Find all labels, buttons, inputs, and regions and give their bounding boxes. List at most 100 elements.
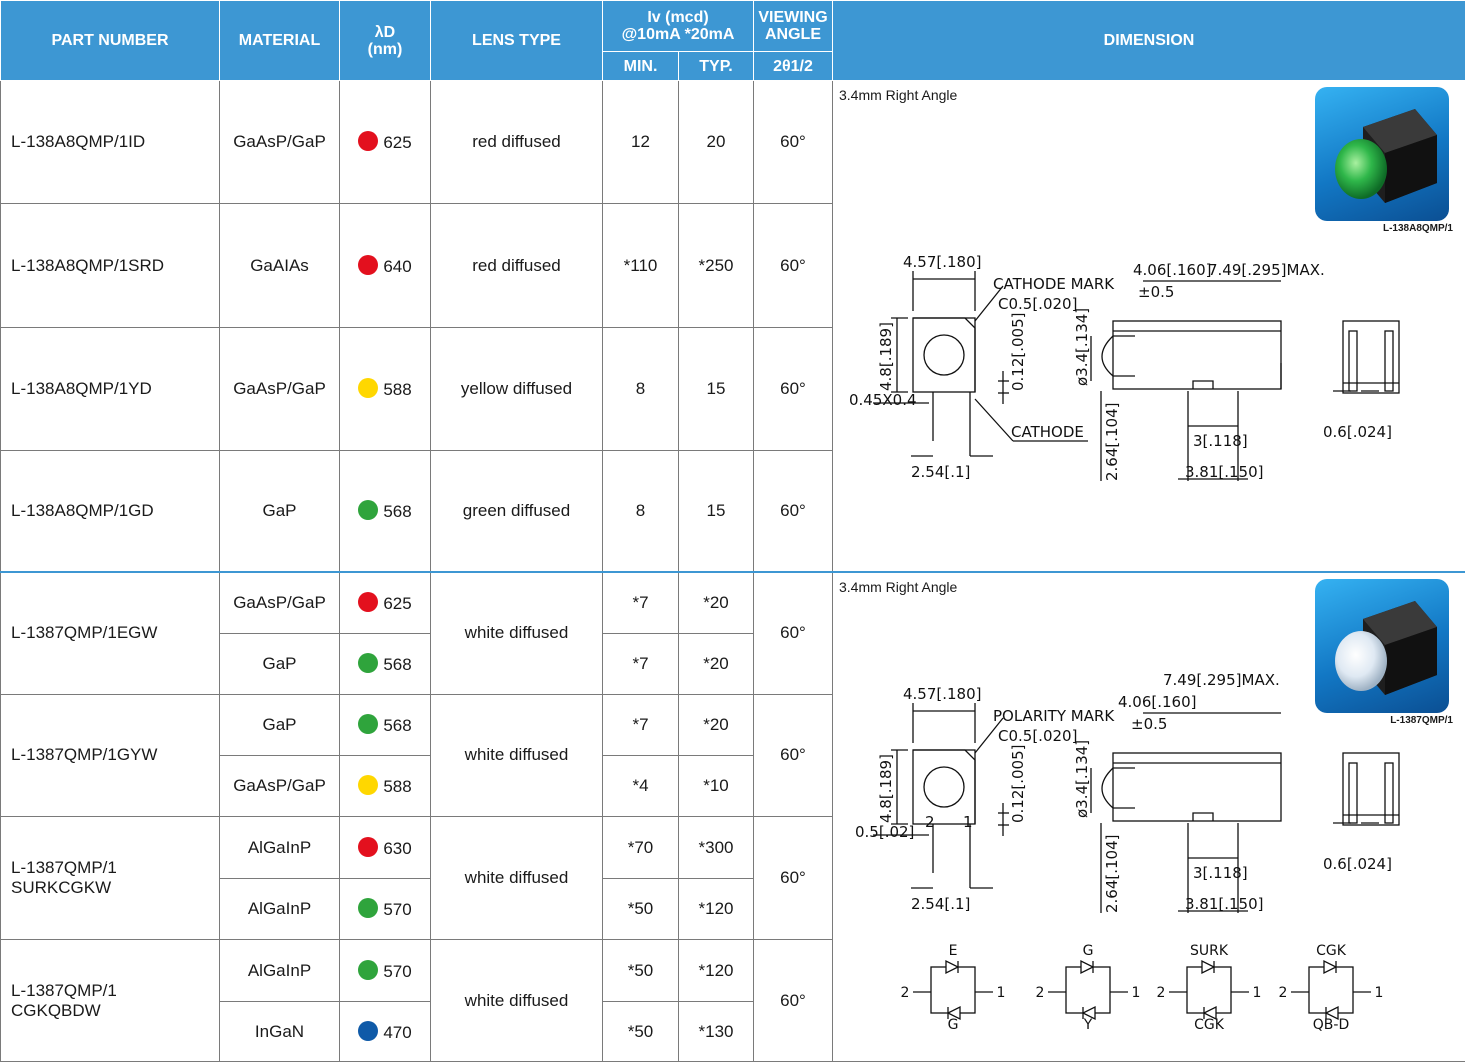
dim-label: C0.5[.020] — [998, 295, 1077, 313]
dim-label: 3[.118] — [1193, 432, 1248, 450]
wavelength: 568 — [340, 694, 431, 756]
schematic-pin-label: 1 — [1132, 985, 1141, 1001]
viewing-angle: 60° — [754, 81, 833, 204]
wavelength: 588 — [340, 756, 431, 817]
wavelength: 630 — [340, 817, 431, 879]
color-dot-icon — [358, 255, 378, 275]
dim-label: 1 — [963, 813, 973, 831]
iv-typ: *120 — [679, 940, 754, 1002]
lens-type: red diffused — [431, 81, 603, 204]
header-min: MIN. — [603, 52, 679, 81]
viewing-angle: 60° — [754, 327, 833, 450]
color-dot-icon — [358, 1021, 378, 1041]
lens-type: white diffused — [431, 817, 603, 940]
header-viewing-angle: VIEWING ANGLE — [754, 1, 833, 52]
iv-min: 8 — [603, 327, 679, 450]
part-number-line: L-1387QMP/1 — [11, 981, 211, 1001]
part-number-line: L-1387QMP/1 — [11, 858, 211, 878]
iv-typ: *250 — [679, 204, 754, 327]
header-lambda-unit: (nm) — [340, 41, 430, 58]
color-dot-icon — [358, 131, 378, 151]
iv-min: *50 — [603, 940, 679, 1002]
led-photo — [1315, 87, 1449, 221]
dim-label: 3[.118] — [1193, 864, 1248, 882]
header-dimension: DIMENSION — [833, 1, 1465, 81]
wavelength-value: 570 — [383, 962, 411, 981]
wavelength-value: 568 — [383, 502, 411, 521]
dim-label: ±0.5 — [1138, 283, 1174, 301]
color-dot-icon — [358, 960, 378, 980]
iv-typ: 15 — [679, 327, 754, 450]
iv-min: *70 — [603, 817, 679, 879]
wavelength-value: 568 — [383, 716, 411, 735]
dim-label: 0.6[.024] — [1323, 855, 1392, 873]
color-dot-icon — [358, 714, 378, 734]
iv-typ: 15 — [679, 451, 754, 572]
material: GaAsP/GaP — [220, 756, 340, 817]
viewing-angle: 60° — [754, 817, 833, 940]
dimension-drawing-2: 4.57[.180] POLARITY MARK C0.5[.020] 4.06… — [833, 673, 1465, 923]
iv-min: *7 — [603, 572, 679, 633]
schematic-top-label: CGK — [1316, 943, 1347, 959]
iv-min: *4 — [603, 756, 679, 817]
lens-type: white diffused — [431, 940, 603, 1062]
schematic-pin-label: 2 — [1279, 985, 1288, 1001]
schematic-pin-label: 1 — [1253, 985, 1262, 1001]
dim-label: 4.57[.180] — [903, 685, 982, 703]
header-angle: ANGLE — [754, 26, 832, 43]
header-iv-title: Iv (mcd) — [603, 9, 753, 26]
iv-min: *110 — [603, 204, 679, 327]
material: GaAsP/GaP — [220, 572, 340, 633]
iv-typ: *300 — [679, 817, 754, 879]
schematic-top-label: SURK — [1190, 943, 1229, 959]
dim-label: 7.49[.295]MAX. — [1208, 261, 1325, 279]
dimension-caption: 3.4mm Right Angle — [839, 87, 957, 103]
part-number-line: SURKCGKW — [11, 878, 211, 898]
material: GaP — [220, 633, 340, 694]
dim-label: C0.5[.020] — [998, 727, 1077, 745]
part-number: L-1387QMP/1GYW — [1, 694, 220, 817]
schematic-pin-label: 1 — [997, 985, 1006, 1001]
viewing-angle: 60° — [754, 940, 833, 1062]
dim-label: 2.54[.1] — [911, 463, 970, 481]
header-wavelength: λD (nm) — [340, 1, 431, 81]
material: AlGaInP — [220, 817, 340, 879]
viewing-angle: 60° — [754, 204, 833, 327]
color-dot-icon — [358, 378, 378, 398]
dim-label: 4.8[.189] — [877, 322, 895, 391]
wavelength: 625 — [340, 81, 431, 204]
wavelength-value: 625 — [383, 133, 411, 152]
header-iv: Iv (mcd) @10mA *20mA — [603, 1, 754, 52]
table-row: L-1387QMP/1EGW GaAsP/GaP 625 white diffu… — [1, 572, 1465, 633]
part-number-line: L-1387QMP/1EGW — [11, 623, 211, 643]
schematic-row: E G 2 1 G Y 2 1 — [833, 935, 1465, 1035]
color-dot-icon — [358, 592, 378, 612]
iv-min: *7 — [603, 633, 679, 694]
lens-type: white diffused — [431, 694, 603, 817]
led-green-icon — [1315, 87, 1449, 221]
part-number: L-138A8QMP/1ID — [1, 81, 220, 204]
lens-type: yellow diffused — [431, 327, 603, 450]
color-dot-icon — [358, 653, 378, 673]
dim-label: 3.81[.150] — [1185, 463, 1264, 481]
material: GaAsP/GaP — [220, 327, 340, 450]
dimension-caption: 3.4mm Right Angle — [839, 579, 957, 595]
table-row: L-138A8QMP/1ID GaAsP/GaP 625 red diffuse… — [1, 81, 1465, 204]
photo-label: L-138A8QMP/1 — [1383, 223, 1453, 234]
wavelength-value: 568 — [383, 655, 411, 674]
header-typ: TYP. — [679, 52, 754, 81]
dim-label: ø3.4[.134] — [1073, 740, 1091, 818]
header-lens-type: LENS TYPE — [431, 1, 603, 81]
part-number-line: L-1387QMP/1GYW — [11, 745, 211, 765]
header-angle-sub: 2θ1/2 — [754, 52, 833, 81]
part-number: L-138A8QMP/1SRD — [1, 204, 220, 327]
dim-label: 0.6[.024] — [1323, 423, 1392, 441]
iv-typ: *20 — [679, 694, 754, 756]
dim-label: 7.49[.295]MAX. — [1163, 673, 1280, 689]
iv-min: *50 — [603, 879, 679, 940]
wavelength: 570 — [340, 879, 431, 940]
wavelength-value: 630 — [383, 839, 411, 858]
